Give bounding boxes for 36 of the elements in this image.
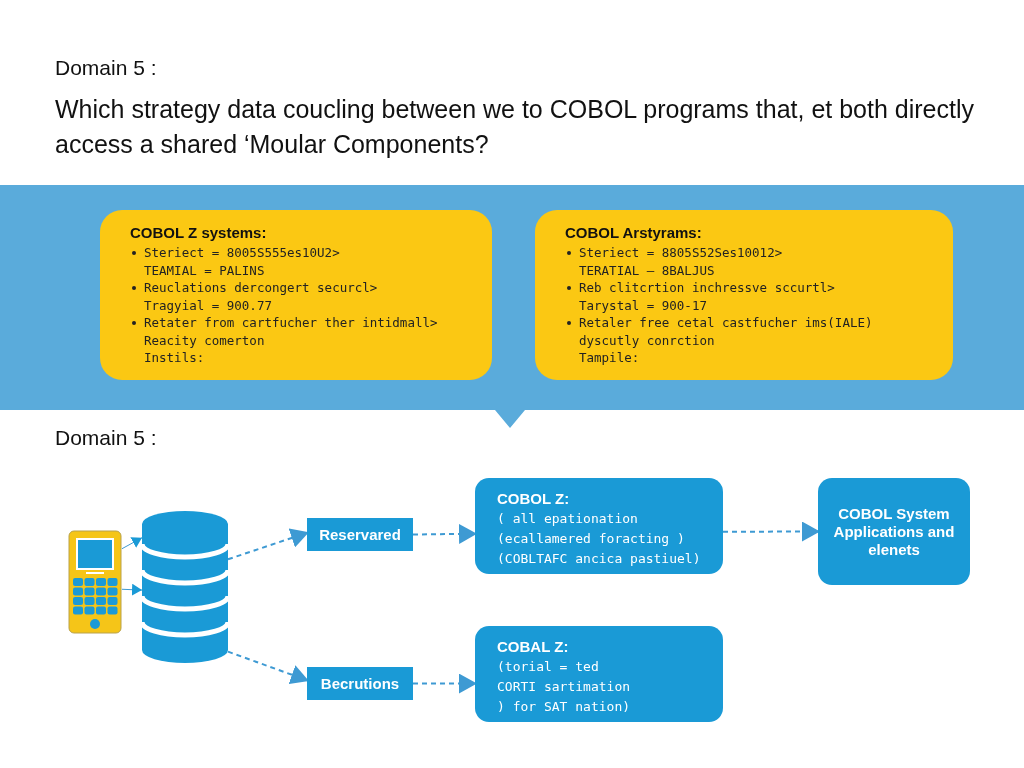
process-box: [307, 518, 413, 551]
bullet-text: Reb clitcrtion inchressve sccurtl> Tarystal = 900-17: [579, 279, 836, 314]
dashed-arrow: [227, 528, 309, 561]
process-box: [818, 478, 970, 585]
process-box: [475, 626, 723, 722]
bullet-text: Retater from cartfucher ther intidmall> Reacity comerton: [144, 314, 439, 349]
card-heading: COBOL Arstyrams:: [565, 224, 703, 241]
dashed-arrow: [722, 521, 820, 542]
box-label: Reservared: [319, 526, 401, 543]
bullet-text: Reuclations dercongert securcl> Tragyial = 900.77: [144, 279, 379, 314]
dashed-arrow: [227, 650, 309, 685]
bullet-text: Instils:: [144, 349, 206, 367]
box-text: (torial = ted CORTI sartimation ) for SAT nation): [497, 658, 631, 716]
box-text: ( all epationation (ecallamered foracting ) (COBLTAFC ancica pastiuel): [497, 510, 702, 568]
box-label: COBOL System Applications and elenets: [832, 504, 956, 559]
phone-icon: [68, 530, 122, 634]
box-heading: COBAL Z:: [497, 638, 570, 655]
process-box: [307, 667, 413, 700]
box-label: Becrutions: [320, 675, 400, 692]
section-label: Domain 5 :: [55, 426, 157, 450]
process-box: [475, 478, 723, 574]
dashed-arrow: [412, 673, 477, 694]
bullet-text: Tampile:: [579, 349, 641, 367]
bullet-text: Steriect = 8805S52Ses10012> TERATIAL – 8BALJUS: [579, 244, 783, 279]
arrow: [121, 537, 143, 550]
question-title: Which strategy data coucling between we to COBOL programs that, et both directly access a shared ‘Moular Components?: [55, 94, 975, 160]
database-icon: [142, 510, 228, 664]
info-card: [535, 210, 953, 380]
arrow: [121, 583, 143, 596]
bullet-text: Retaler free cetal castfucher ims(IALE) dyscutly conrction: [579, 314, 874, 349]
bullet-text: Steriect = 8005S555es10U2> TEAMIAL = PALINS: [144, 244, 341, 279]
info-card: [100, 210, 492, 380]
box-heading: COBOL Z:: [497, 490, 571, 507]
dashed-arrow: [412, 523, 477, 544]
card-heading: COBOL Z systems:: [130, 224, 268, 241]
section-label: Domain 5 :: [55, 56, 157, 80]
